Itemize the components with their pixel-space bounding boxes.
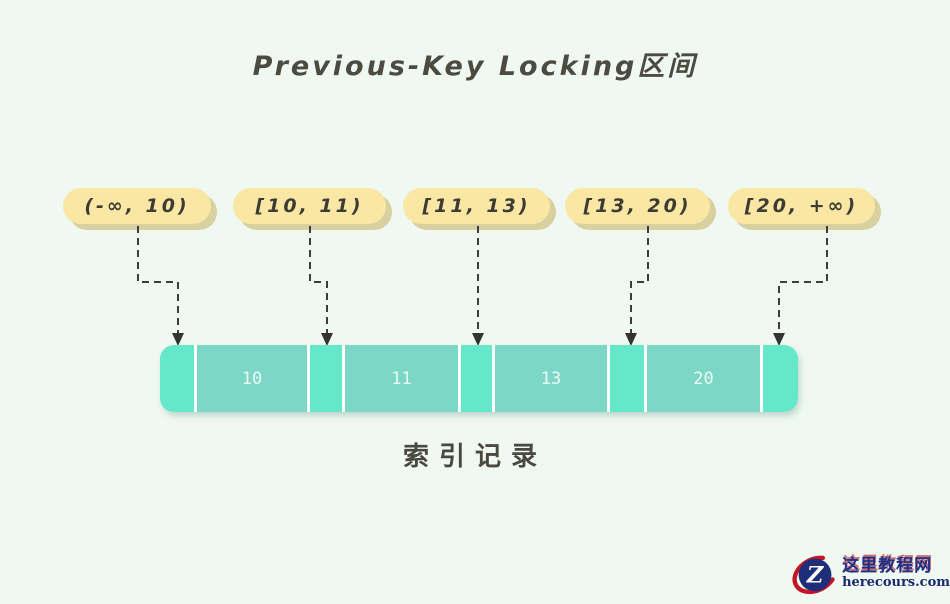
interval-label-text: [11, 13): [422, 195, 531, 217]
interval-label-text: [13, 20): [583, 195, 692, 217]
interval-label-10-11: [10, 11): [233, 188, 386, 224]
interval-label-neg-inf-10: (-∞, 10): [63, 188, 211, 224]
gap-segment-before-10: [160, 345, 197, 412]
interval-label-20-pos-inf: [20, +∞): [728, 188, 875, 224]
bar-caption: 索引记录: [402, 442, 547, 472]
record-value: 10: [241, 368, 263, 389]
record-segment-10: 10: [197, 345, 310, 412]
diagram-title: Previous-Key Locking区间: [252, 51, 698, 82]
watermark-text-block: 这里教程网 herecours.com: [842, 555, 950, 591]
gap-segment-before-13: [461, 345, 495, 412]
record-value: 13: [540, 368, 562, 389]
interval-label-text: (-∞, 10): [84, 195, 190, 217]
watermark-logo-icon: Z: [792, 555, 838, 595]
interval-label-text: [20, +∞): [744, 195, 859, 217]
index-record-bar: 10 11 13 20: [160, 345, 798, 412]
gap-segment-after-20: [763, 345, 798, 412]
record-segment-11: 11: [345, 345, 461, 412]
interval-label-13-20: [13, 20): [565, 188, 710, 224]
watermark-site-name: 这里教程网: [842, 555, 933, 576]
connector-interval-1: [137, 226, 179, 333]
record-segment-13: 13: [495, 345, 610, 412]
connector-interval-4: [630, 226, 649, 333]
connector-interval-2: [309, 226, 328, 333]
watermark-logo-letter: Z: [806, 563, 825, 589]
connector-interval-5: [778, 226, 828, 333]
watermark-site-url: herecours.com: [842, 575, 950, 591]
gap-segment-before-20: [610, 345, 647, 412]
record-segment-20: 20: [647, 345, 763, 412]
interval-label-text: [10, 11): [255, 195, 364, 217]
gap-segment-before-11: [310, 345, 345, 412]
record-value: 11: [391, 368, 412, 389]
interval-label-11-13: [11, 13): [403, 188, 550, 224]
record-value: 20: [693, 368, 714, 389]
watermark: Z 这里教程网 herecours.com: [790, 544, 950, 604]
